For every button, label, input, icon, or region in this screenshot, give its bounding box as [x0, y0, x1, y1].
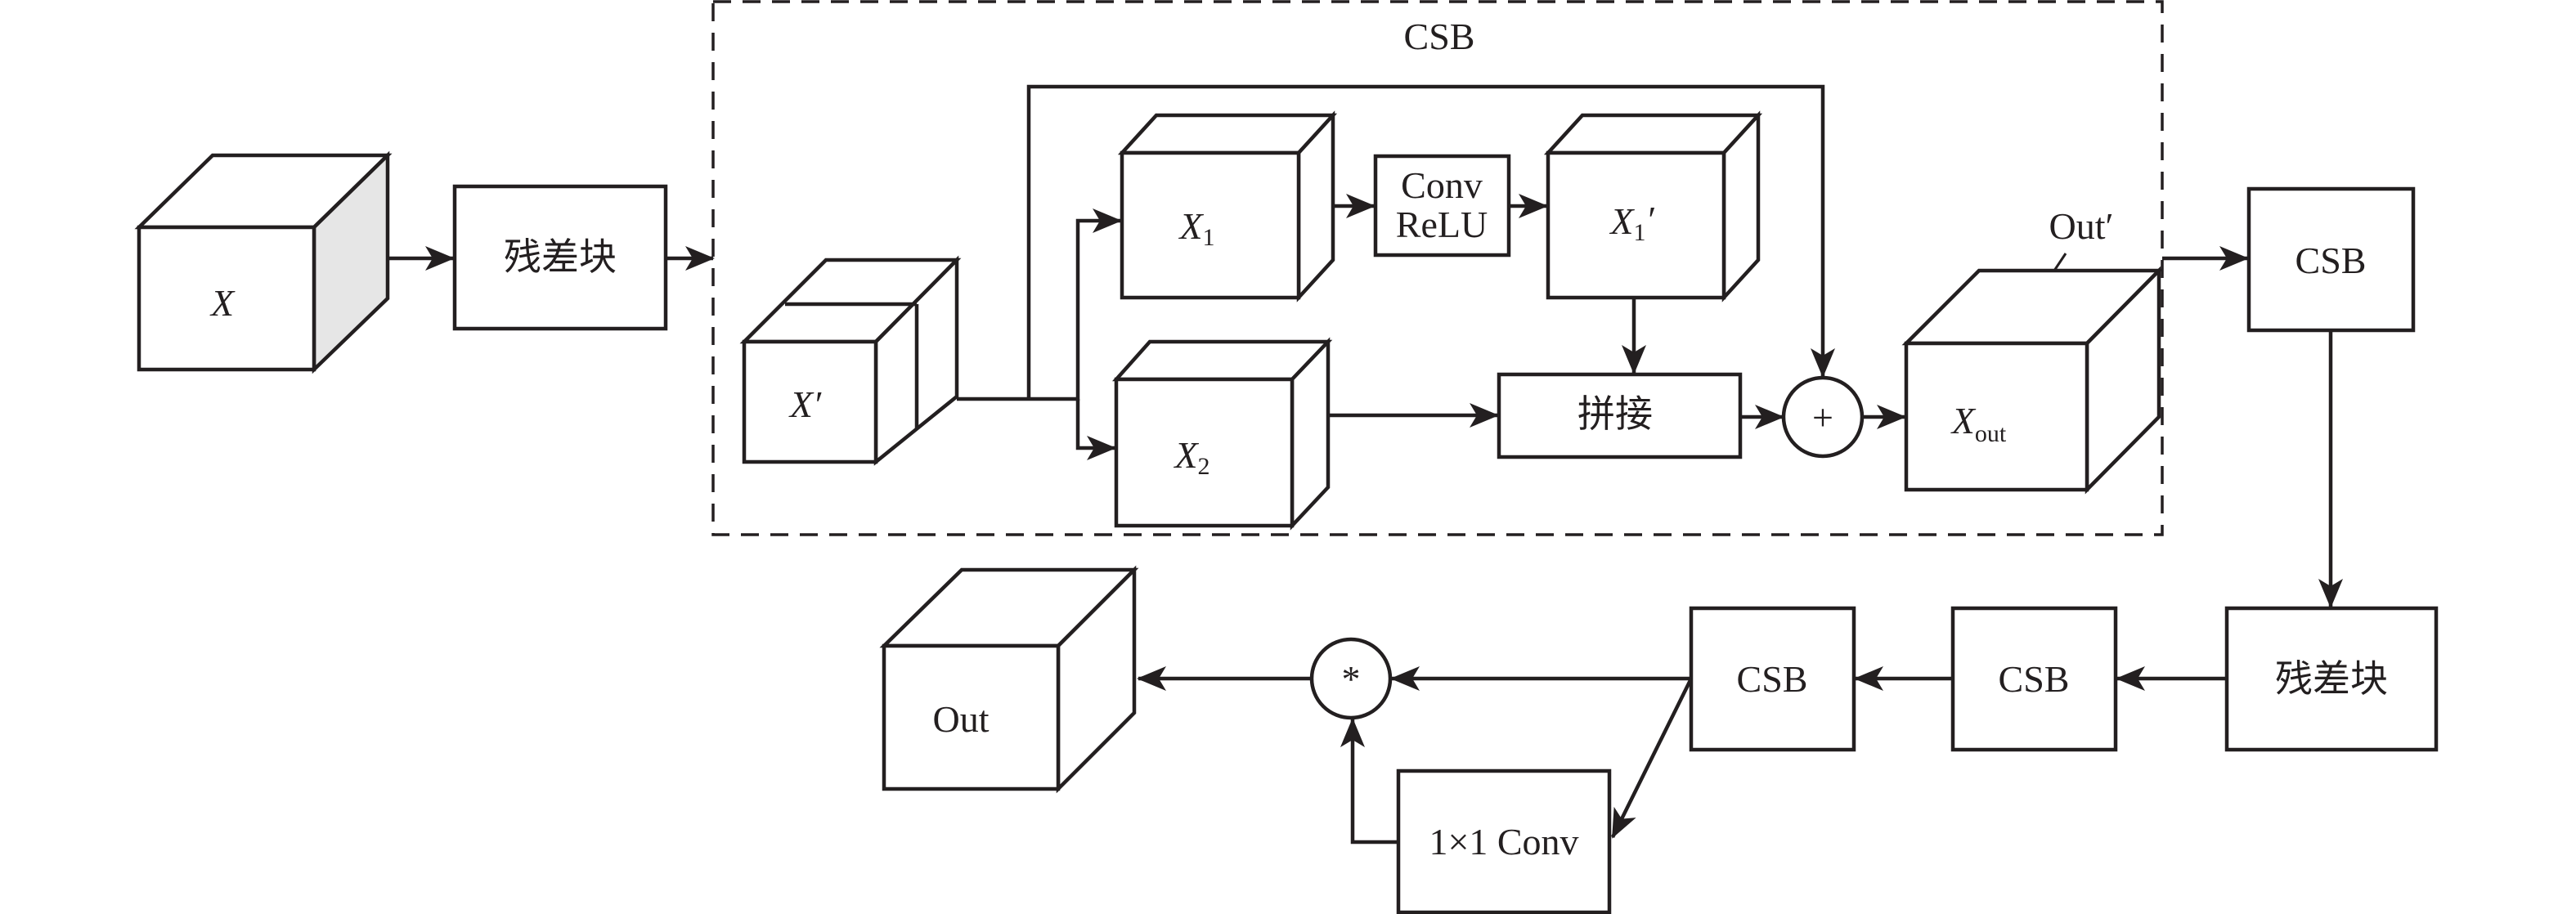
arrow-to-x2 — [1075, 399, 1116, 460]
input-tensor-cube: X — [134, 150, 393, 374]
csb-mid-block: CSB — [1950, 606, 2118, 752]
multiply-operator: * — [1309, 637, 1393, 720]
conv-relu-block: Conv ReLU — [1373, 154, 1511, 258]
multiply-icon: * — [1342, 658, 1361, 700]
input-label: X — [209, 282, 236, 324]
res-block-1-label: 残差块 — [504, 235, 617, 279]
add-icon: + — [1812, 397, 1833, 438]
x1-cube: X1 — [1117, 110, 1338, 302]
res-block-1: 残差块 — [452, 184, 668, 331]
x2-label: X2 — [1173, 434, 1209, 480]
csb-left-label: CSB — [1737, 658, 1808, 700]
csb-container — [711, 0, 2164, 536]
csb-mid-label: CSB — [1999, 658, 2070, 700]
x1-prime-cube: X1′ — [1543, 110, 1763, 302]
csb-right-label: CSB — [2296, 240, 2367, 281]
arrow-to-x1 — [1029, 208, 1122, 401]
arrow-conv1x1-to-multiply — [1340, 718, 1398, 845]
csb-left-block: CSB — [1689, 606, 1856, 752]
skip-connection-arrow — [1026, 84, 1835, 399]
concat-block: 拼接 — [1497, 372, 1743, 459]
x-prime-cube: X′ — [739, 255, 962, 466]
add-operator: + — [1781, 375, 1865, 459]
res-block-2: 残差块 — [2224, 606, 2439, 752]
conv-label: Conv — [1401, 164, 1483, 206]
csb-right-block: CSB — [2246, 186, 2416, 333]
concat-label: 拼接 — [1577, 392, 1653, 436]
x-out-label: Xout — [1950, 400, 2007, 447]
x1-label: X1 — [1178, 205, 1214, 251]
relu-label: ReLU — [1396, 204, 1488, 245]
x-out-cube: Xout — [1901, 266, 2164, 495]
x-prime-label: X′ — [788, 383, 822, 425]
res-block-2-label: 残差块 — [2275, 656, 2388, 701]
arrow-csb-left-to-conv1x1 — [1610, 678, 1694, 839]
output-tensor-cube: Out — [879, 565, 1139, 794]
x2-cube: X2 — [1111, 337, 1333, 531]
csb-container-title: CSB — [1404, 16, 1475, 57]
conv1x1-label: 1×1 Conv — [1429, 821, 1578, 862]
x1-prime-label: X1′ — [1609, 199, 1654, 246]
out-prime-leader — [2053, 253, 2067, 271]
output-label: Out — [933, 698, 990, 740]
out-prime-label: Out′ — [2049, 205, 2113, 247]
conv1x1-block: 1×1 Conv — [1396, 768, 1612, 914]
